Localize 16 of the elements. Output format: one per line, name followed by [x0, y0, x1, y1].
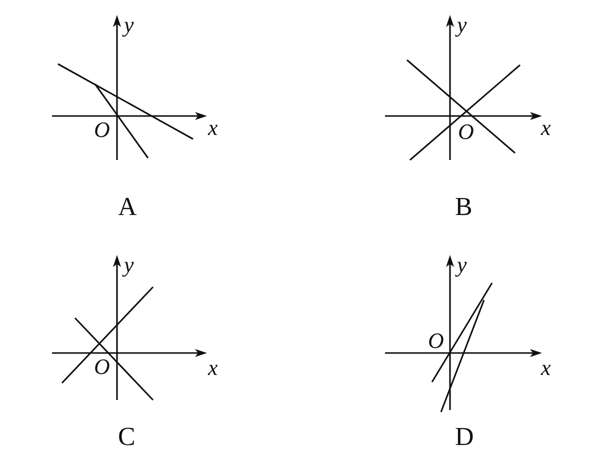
origin-label: O	[94, 356, 110, 378]
axis-label: y	[124, 254, 134, 276]
origin-label: O	[428, 330, 444, 352]
origin-label: O	[94, 119, 110, 141]
panel-label: A	[118, 194, 137, 220]
panel-label: B	[455, 194, 472, 220]
panel-label: D	[455, 424, 474, 450]
origin-label: O	[458, 121, 474, 143]
axis-label: y	[457, 14, 467, 36]
axis-label: x	[208, 117, 218, 139]
axis-label: x	[208, 357, 218, 379]
axis-label: x	[541, 357, 551, 379]
axis-label: y	[124, 14, 134, 36]
axis-label: y	[457, 254, 467, 276]
axis-label: x	[541, 117, 551, 139]
panel-label: C	[118, 424, 136, 450]
